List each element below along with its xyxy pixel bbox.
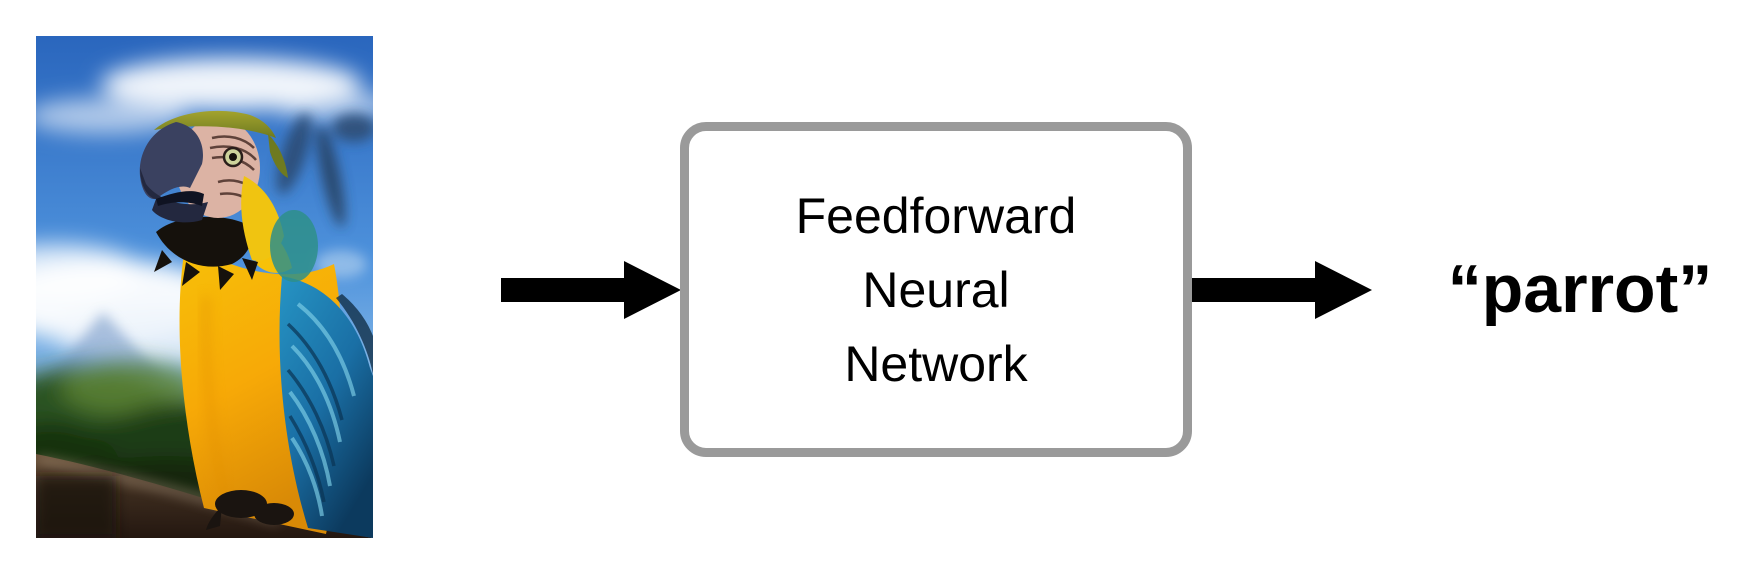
parrot-photo-illustration [36,36,373,538]
network-box-line-1: Feedforward [795,187,1077,244]
parrot-photo [36,36,373,538]
output-word-label: “parrot” [1447,251,1713,327]
network-box-line-2: Neural [862,261,1010,318]
arrow-right-icon [1192,261,1372,319]
feedforward-network-box: Feedforward Neural Network [680,122,1192,457]
arrow-right-icon [501,261,681,319]
network-box-line-3: Network [844,335,1028,392]
